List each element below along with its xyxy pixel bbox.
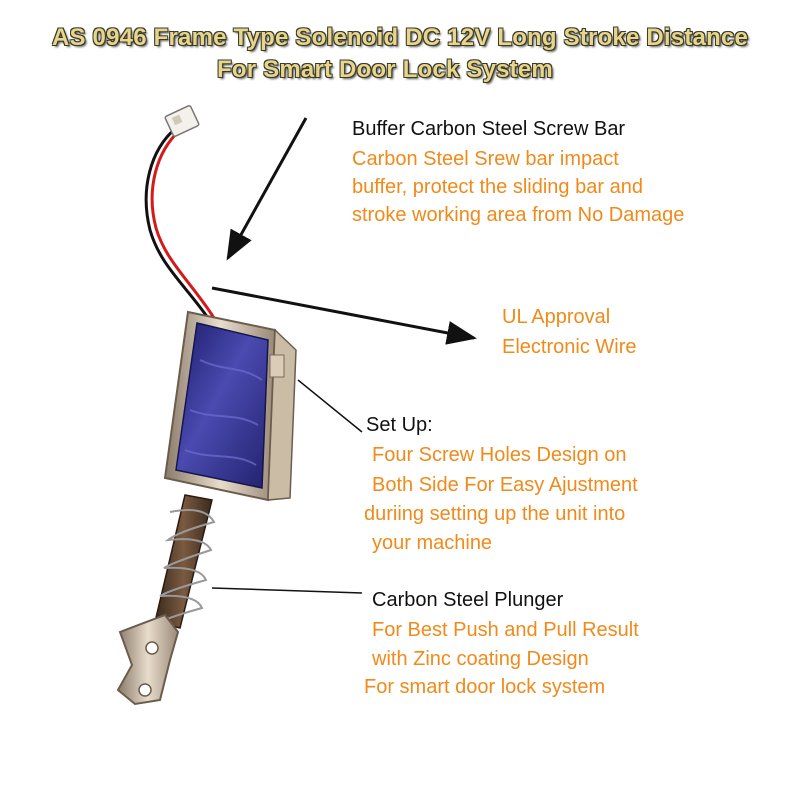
arrow-wire <box>211 286 477 345</box>
setup-heading: Set Up: <box>366 414 433 436</box>
lead-wires <box>144 126 216 319</box>
pointer-plunger <box>211 587 363 594</box>
pointer-setup <box>297 379 363 433</box>
setup-line-3: duriing setting up the unit into <box>364 503 626 525</box>
arrow-buffer <box>226 117 308 261</box>
setup-line-2: Both Side For Easy Ajustment <box>372 474 638 496</box>
title-line-1: AS 0946 Frame Type Solenoid DC 12V Long … <box>51 24 749 51</box>
buffer-line-1: Carbon Steel Srew bar impact <box>352 148 619 170</box>
plunger-heading: Carbon Steel Plunger <box>372 589 564 611</box>
title-line-2: For Smart Door Lock System <box>217 56 553 83</box>
mounting-bracket <box>116 613 180 706</box>
frame-body <box>163 310 297 502</box>
setup-line-1: Four Screw Holes Design on <box>372 444 627 466</box>
plunger-line-2: with Zinc coating Design <box>372 648 589 670</box>
plunger-line-3: For smart door lock system <box>364 676 606 698</box>
setup-line-4: your machine <box>372 532 493 554</box>
plunger-with-spring <box>154 494 216 629</box>
wire-connector <box>164 105 200 137</box>
buffer-line-2: buffer, protect the sliding bar and <box>352 176 643 198</box>
buffer-line-3: stroke working area from No Damage <box>352 204 685 226</box>
wire-line-1: UL Approval <box>502 306 611 328</box>
wire-line-2: Electronic Wire <box>502 336 637 358</box>
plunger-line-1: For Best Push and Pull Result <box>372 619 639 641</box>
buffer-heading: Buffer Carbon Steel Screw Bar <box>352 118 626 140</box>
